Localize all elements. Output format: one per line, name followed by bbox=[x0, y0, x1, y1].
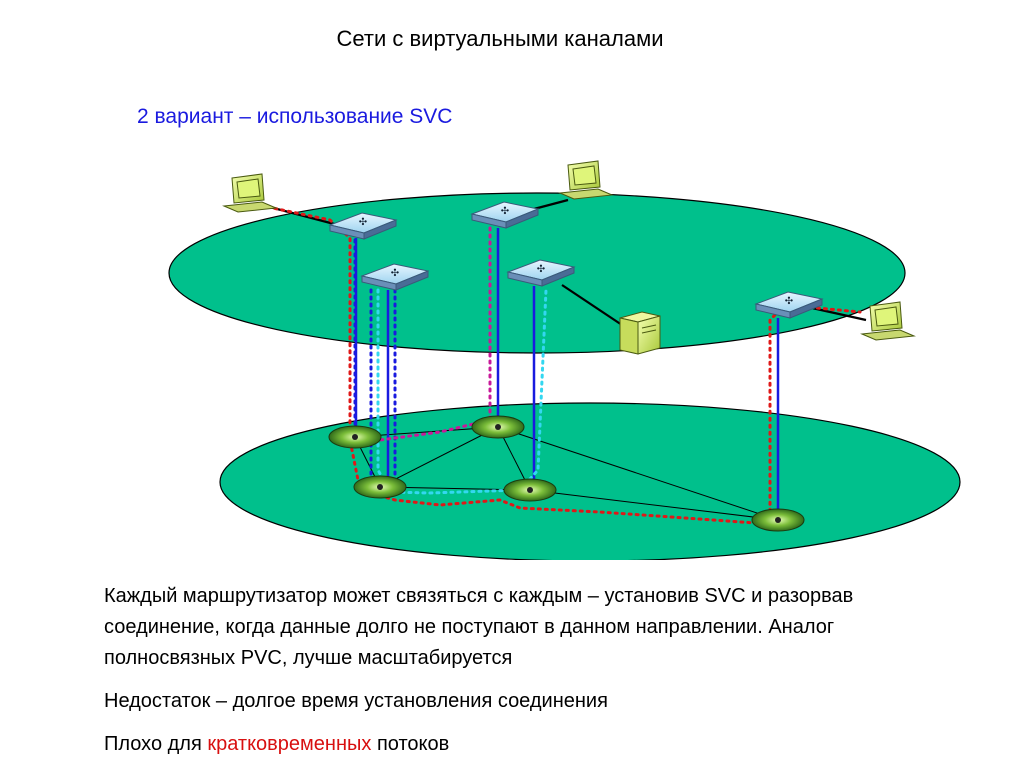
pc-top-right bbox=[558, 160, 614, 200]
svg-text:✣: ✣ bbox=[501, 206, 509, 217]
svc-path-cyan bbox=[376, 288, 548, 495]
bottom-plane bbox=[219, 402, 961, 560]
svg-text:✣: ✣ bbox=[785, 296, 793, 307]
short-flows-prefix: Плохо для bbox=[104, 733, 208, 755]
switch-5 bbox=[751, 508, 805, 532]
switch-2 bbox=[471, 415, 525, 439]
router-e: ✣ bbox=[754, 291, 824, 319]
short-flows-suffix: потоков bbox=[371, 733, 450, 755]
router-c: ✣ bbox=[360, 263, 430, 291]
svg-text:✣: ✣ bbox=[537, 264, 545, 275]
pc-left bbox=[222, 173, 278, 213]
router-a: ✣ bbox=[328, 212, 398, 240]
switch-1 bbox=[328, 425, 382, 449]
paragraph-svc: Каждый маршрутизатор может связяться с к… bbox=[104, 585, 854, 669]
svg-text:✣: ✣ bbox=[391, 268, 399, 279]
switch-3 bbox=[353, 475, 407, 499]
router-d: ✣ bbox=[506, 259, 576, 287]
network-diagram: ✣ ✣ ✣ ✣ ✣ bbox=[168, 160, 961, 560]
pc-right bbox=[860, 301, 916, 341]
paragraph-drawback: Недостаток – долгое время установления с… bbox=[104, 690, 608, 712]
router-b: ✣ bbox=[470, 201, 540, 229]
slide-title: Сети с виртуальными каналами bbox=[336, 26, 664, 51]
paragraph-short-flows: Плохо для кратковременных потоков bbox=[104, 729, 964, 760]
svg-text:✣: ✣ bbox=[359, 217, 367, 228]
svc-path-blue bbox=[353, 238, 397, 487]
server bbox=[619, 311, 661, 355]
slide-subtitle: 2 вариант – использование SVC bbox=[137, 105, 453, 128]
short-flows-highlight: кратковременных bbox=[207, 733, 372, 755]
slide-body: Каждый маршрутизатор может связяться с к… bbox=[104, 581, 964, 772]
svc-path-red bbox=[266, 205, 862, 526]
switch-4 bbox=[503, 478, 557, 502]
